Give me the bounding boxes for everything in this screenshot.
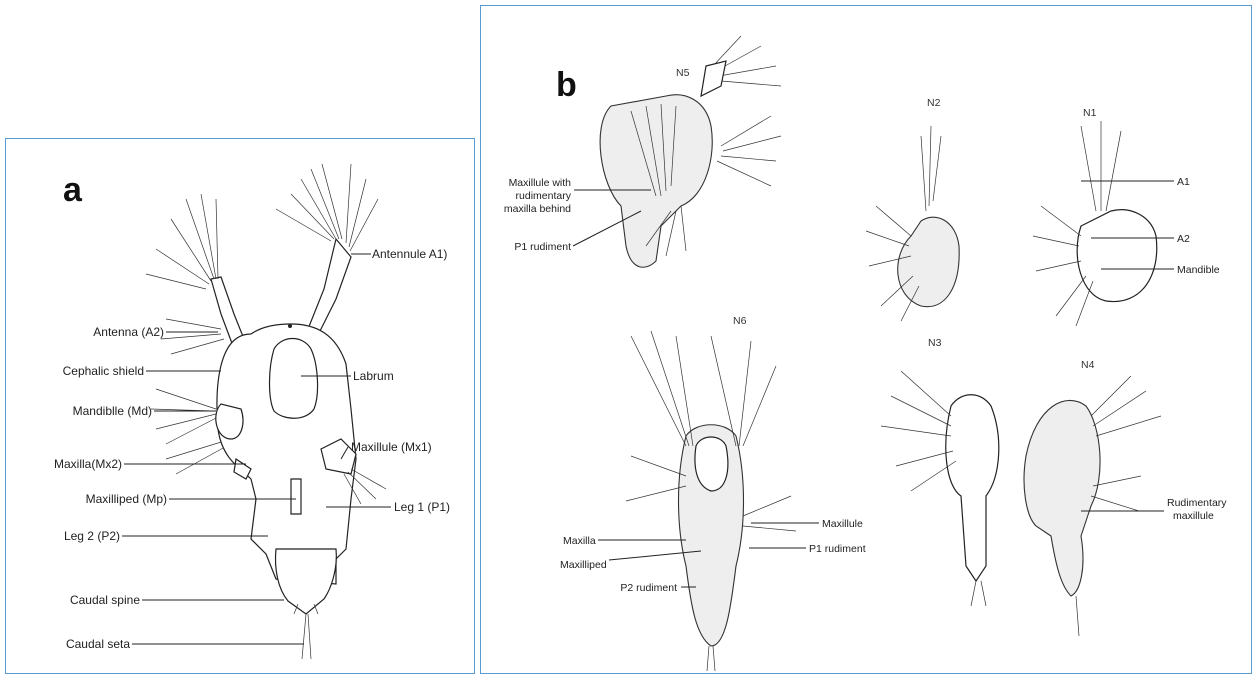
stage-n6: N6 [733, 315, 747, 327]
label-caudal-spine: Caudal spine [70, 593, 140, 607]
label-maxillule-n6: Maxillule [822, 518, 863, 530]
label-leg2: Leg 2 (P2) [64, 529, 120, 543]
label-cephalic-shield: Cephalic shield [63, 364, 144, 378]
label-p1-rudiment-n5: P1 rudiment [514, 241, 571, 253]
panel-a-letter: a [63, 171, 83, 209]
nauplius-n6-drawing [626, 331, 796, 671]
label-caudal-seta: Caudal seta [66, 637, 130, 651]
label-p2-rudiment: P2 rudiment [620, 582, 677, 594]
label-a1: A1 [1177, 176, 1190, 188]
label-mandible: Mandiblle (Md) [73, 404, 152, 418]
label-maxillule: Maxillule (Mx1) [351, 440, 432, 454]
stage-n1: N1 [1083, 107, 1097, 119]
panel-b-letter: b [556, 66, 577, 104]
nauplius-n5-drawing [600, 36, 781, 267]
stage-n4: N4 [1081, 359, 1095, 371]
label-p1-rudiment-n6: P1 rudiment [809, 543, 866, 555]
label-maxilla: Maxilla(Mx2) [54, 457, 122, 471]
label-a2: A2 [1177, 233, 1190, 245]
label-maxilliped-n6: Maxilliped [560, 559, 607, 571]
nauplius-n1-drawing [1033, 121, 1157, 326]
label-antenna: Antenna (A2) [93, 325, 164, 339]
panel-a-diagram: a [6, 139, 476, 675]
nauplius-n2-drawing [866, 126, 959, 321]
nauplius-n3-drawing [881, 371, 999, 606]
label-labrum: Labrum [353, 369, 394, 383]
label-leg1: Leg 1 (P1) [394, 500, 450, 514]
label-maxillule-with-3: maxilla behind [504, 203, 571, 215]
label-rudimentary-1: Rudimentary [1167, 497, 1227, 509]
panel-a: a [5, 138, 475, 674]
label-maxillule-with-2: rudimentary [516, 190, 572, 202]
label-antennule: Antennule A1) [372, 247, 447, 261]
label-rudimentary-2: maxillule [1173, 510, 1214, 522]
panel-b: b N5 N2 N1 N6 N3 N4 [480, 5, 1252, 674]
nauplius-n4-drawing [1024, 376, 1161, 636]
label-mandible-n1: Mandible [1177, 264, 1220, 276]
label-maxillule-with-1: Maxillule with [509, 177, 572, 189]
stage-n5: N5 [676, 67, 690, 79]
stage-n2: N2 [927, 97, 941, 109]
stage-n3: N3 [928, 337, 942, 349]
label-maxilliped: Maxilliped (Mp) [86, 492, 167, 506]
label-maxilla-n6: Maxilla [563, 535, 596, 547]
panel-b-diagram: b N5 N2 N1 N6 N3 N4 [481, 6, 1253, 675]
